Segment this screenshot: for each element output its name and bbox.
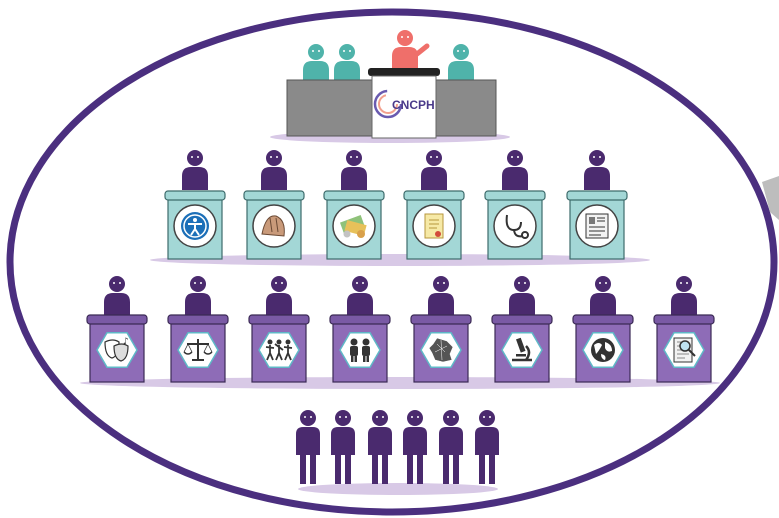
money-icon [339, 215, 367, 238]
purple-podium [572, 276, 634, 383]
teal-podium [484, 150, 546, 260]
lectern-front [371, 75, 437, 139]
standing-person [475, 410, 499, 484]
stethoscope-icon [505, 214, 529, 239]
purple-podium: ♪ [86, 276, 148, 383]
member-person [428, 276, 454, 316]
member-person [590, 276, 616, 316]
arrow-hint [762, 176, 779, 220]
standing-person [296, 410, 320, 484]
holding-hands-icon [261, 215, 285, 237]
purple-podium [167, 276, 229, 383]
family-icon [350, 338, 370, 362]
presidency-members [303, 30, 474, 84]
row-purple-shadow [80, 377, 720, 389]
standing-person [368, 410, 392, 484]
presidency-member [448, 44, 474, 84]
presidency-table: CNCPH [270, 30, 510, 143]
presidency-member [334, 44, 360, 84]
member-person [584, 150, 610, 190]
standing-person [403, 410, 427, 484]
justice-scale-icon [183, 339, 213, 361]
logo-text: CNCPH [392, 98, 435, 112]
member-person [182, 150, 208, 190]
cncph-logo: CNCPH [373, 89, 435, 119]
member-person [421, 150, 447, 190]
member-person [347, 276, 373, 316]
certificate-icon [424, 213, 444, 239]
presidency-member [303, 44, 329, 84]
teal-podium [243, 150, 305, 260]
sport-people-icon [265, 339, 293, 361]
member-person [185, 276, 211, 316]
document-search-icon [673, 337, 696, 363]
speaker-person [392, 30, 430, 70]
purple-podium [491, 276, 553, 383]
member-person [509, 276, 535, 316]
row-purple-podiums: ♪ [86, 276, 715, 383]
member-person [341, 150, 367, 190]
purple-podium [410, 276, 472, 383]
svg-text:♪: ♪ [123, 337, 129, 347]
member-person [502, 150, 528, 190]
teal-podium [566, 150, 628, 260]
microscope-icon [512, 337, 532, 362]
standing-person [331, 410, 355, 484]
accessibility-icon [181, 212, 209, 240]
lectern-top [368, 68, 440, 76]
globe-icon [591, 338, 615, 362]
culture-masks-icon: ♪ [104, 337, 129, 362]
teal-podium [323, 150, 385, 260]
member-person [261, 150, 287, 190]
standing-person [439, 410, 463, 484]
id-card-icon [585, 213, 609, 239]
standing-shadow [298, 483, 498, 495]
purple-podium [329, 276, 391, 383]
member-person [104, 276, 130, 316]
member-person [671, 276, 697, 316]
teal-podium [164, 150, 226, 260]
purple-podium [653, 276, 715, 383]
purple-podium [248, 276, 310, 383]
row-teal-podiums [164, 150, 628, 260]
france-map-icon [428, 337, 454, 363]
standing-group [296, 410, 499, 484]
teal-podium [403, 150, 465, 260]
member-person [266, 276, 292, 316]
